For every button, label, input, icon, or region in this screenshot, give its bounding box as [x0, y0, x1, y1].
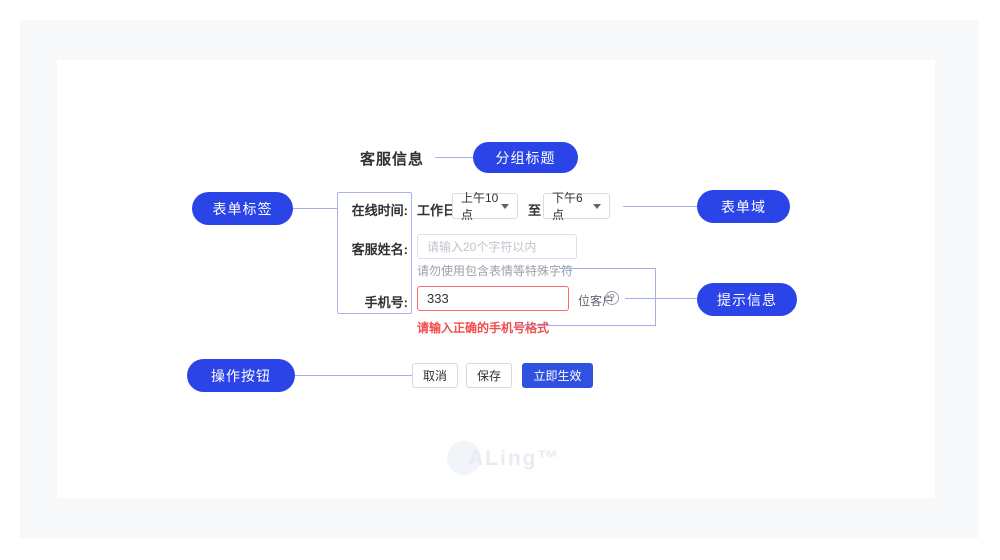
connector-line-hint-bottom	[519, 325, 655, 326]
end-time-value: 下午6点	[552, 191, 583, 222]
phone-label: 手机号:	[364, 295, 408, 310]
phone-error-text: 请输入正确的手机号格式	[417, 321, 550, 335]
connector-line-form-label	[293, 208, 337, 209]
annotation-form-field: 表单域	[697, 190, 790, 223]
form-card	[57, 60, 935, 498]
connector-line-hint-vertical	[655, 268, 656, 326]
form-label-highlight-box	[337, 192, 412, 314]
connector-line-form-field	[623, 206, 697, 207]
section-title: 客服信息	[360, 151, 425, 168]
service-name-input[interactable]	[417, 234, 577, 259]
connector-line-action-buttons	[295, 375, 412, 376]
connector-line-hint-mid	[625, 298, 697, 299]
annotation-action-buttons: 操作按钮	[187, 359, 295, 392]
online-time-label: 在线时间:	[351, 203, 408, 218]
cancel-button[interactable]: 取消	[412, 363, 458, 388]
annotation-hint-info: 提示信息	[697, 283, 797, 316]
apply-now-button[interactable]: 立即生效	[522, 363, 593, 388]
connector-line-hint-top	[560, 268, 655, 269]
help-circle-icon[interactable]: ?	[605, 291, 619, 305]
start-time-value: 上午10点	[461, 191, 499, 222]
service-name-label: 客服姓名:	[351, 242, 408, 257]
connector-line-group-title	[435, 157, 473, 158]
start-time-select[interactable]: 上午10点	[452, 191, 518, 222]
end-time-select[interactable]: 下午6点	[543, 191, 610, 222]
caret-down-icon	[501, 203, 509, 209]
annotation-group-title: 分组标题	[473, 142, 578, 173]
phone-input[interactable]	[417, 286, 569, 311]
online-time-prefix: 工作日	[417, 203, 457, 218]
watermark-text: ALing™	[468, 447, 561, 470]
watermark-circle	[447, 441, 481, 475]
save-button[interactable]: 保存	[466, 363, 512, 388]
caret-down-icon	[593, 203, 601, 209]
time-range-connector: 至	[528, 203, 542, 218]
service-name-hint: 请勿使用包含表情等特殊字符	[417, 264, 574, 278]
annotation-form-label: 表单标签	[192, 192, 293, 225]
